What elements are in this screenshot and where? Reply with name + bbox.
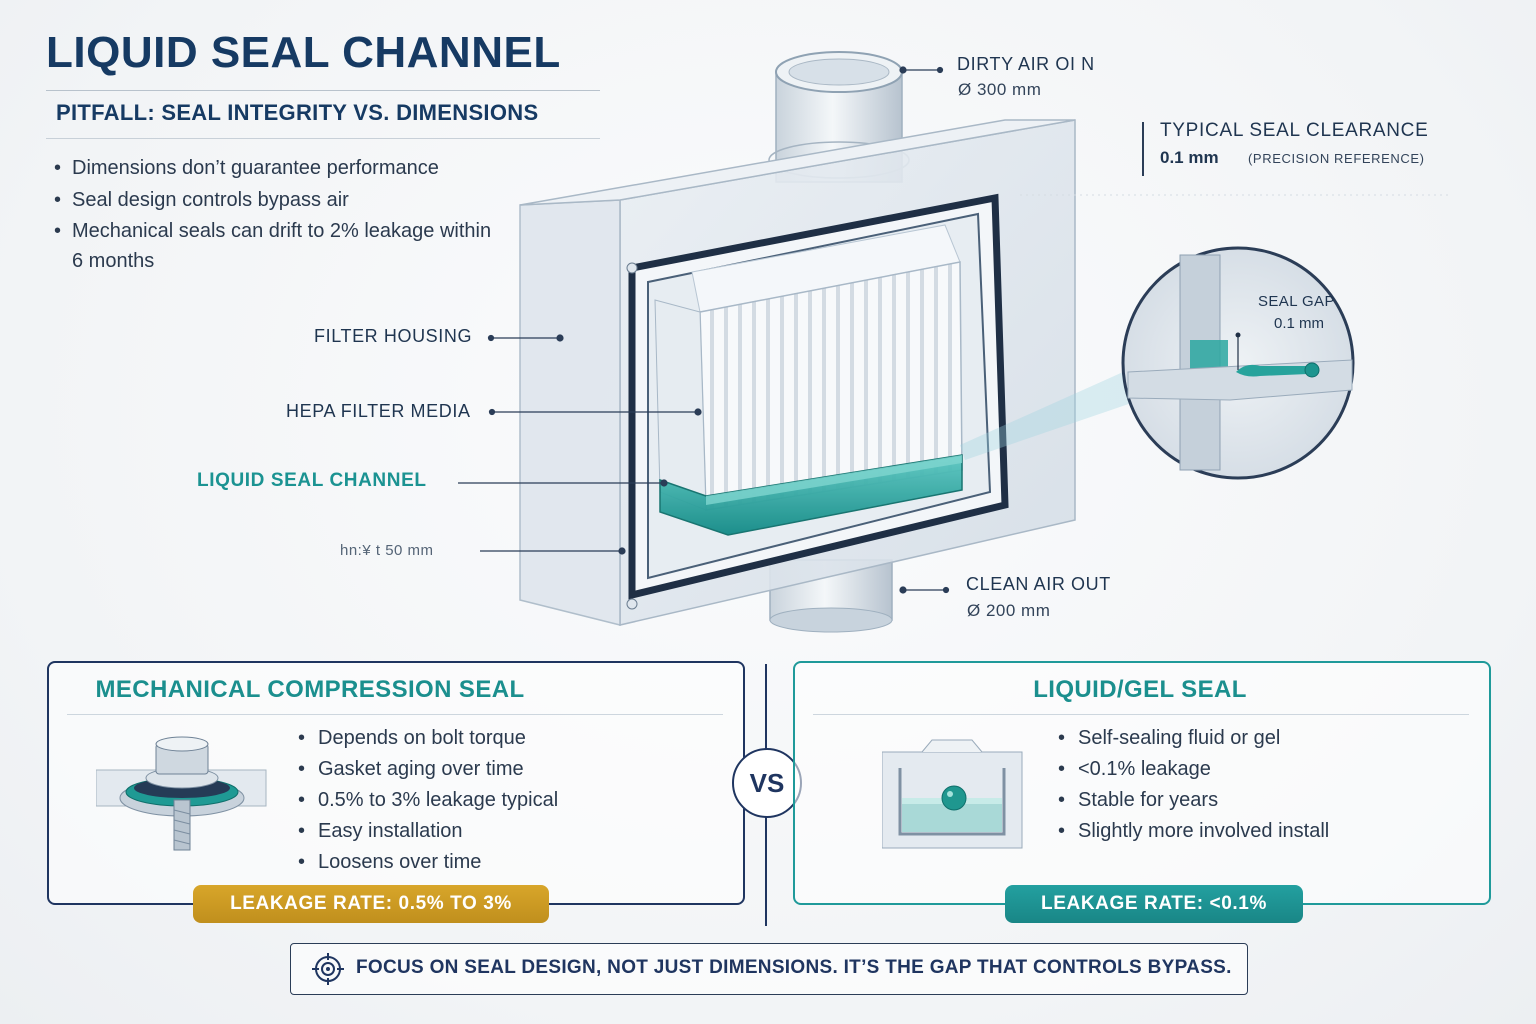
clearance-value: 0.1 mm (1160, 148, 1219, 167)
mechanical-seal-title: MECHANICAL COMPRESSION SEAL (95, 676, 525, 703)
subtitle-divider (46, 138, 600, 139)
list-item: Loosens over time (298, 847, 558, 878)
gel-channel-icon (882, 739, 1023, 849)
hepa-filter-media (654, 224, 963, 511)
bolt-gasket-icon (96, 736, 267, 851)
liquid-leakage-badge: LEAKAGE RATE: <0.1% (1005, 885, 1303, 923)
outlet-label: CLEAN AIR OUT (966, 574, 1111, 594)
depth-label: hn:¥ t 50 mm (340, 542, 434, 559)
liquid-seal-title: LIQUID/GEL SEAL (1033, 676, 1247, 703)
list-item: Slightly more involved install (1058, 816, 1329, 847)
mechanical-seal-points: Depends on bolt torque Gasket aging over… (298, 723, 558, 878)
list-item: <0.1% leakage (1058, 754, 1329, 785)
inlet-label: DIRTY AIR OI N (957, 54, 1095, 74)
channel-label: LIQUID SEAL CHANNEL (197, 470, 427, 491)
list-item: Depends on bolt torque (298, 723, 558, 754)
list-item: Self-sealing fluid or gel (1058, 723, 1329, 754)
footer-text: FOCUS ON SEAL DESIGN, NOT JUST DIMENSION… (356, 957, 1232, 978)
clearance-marker (1142, 122, 1144, 176)
list-item: Stable for years (1058, 785, 1329, 816)
detail-beam (960, 360, 1155, 460)
seal-gap-label: SEAL GAP (1258, 293, 1335, 310)
outlet-diameter: Ø 200 mm (967, 601, 1051, 620)
subtitle: PITFALL: SEAL INTEGRITY VS. DIMENSIONS (56, 100, 539, 125)
media-label: HEPA FILTER MEDIA (286, 401, 471, 421)
panel-divider (67, 714, 723, 715)
list-item: Seal design controls bypass air (54, 184, 492, 216)
footer-banner (290, 943, 1248, 995)
clearance-title: TYPICAL SEAL CLEARANCE (1160, 120, 1429, 141)
panel-divider (813, 714, 1469, 715)
liquid-seal-points: Self-sealing fluid or gel <0.1% leakage … (1058, 723, 1329, 847)
list-item: Easy installation (298, 816, 558, 847)
list-item: 0.5% to 3% leakage typical (298, 785, 558, 816)
liquid-seal-channel (659, 454, 963, 536)
clearance-reference: (PRECISION REFERENCE) (1248, 151, 1425, 166)
list-item: Mechanical seals can drift to 2% leakage… (54, 216, 492, 276)
pitfall-bullet-list: Dimensions don’t guarantee performance S… (54, 152, 492, 276)
target-icon (312, 953, 344, 985)
list-item: Gasket aging over time (298, 754, 558, 785)
page-title: LIQUID SEAL CHANNEL (46, 28, 561, 77)
seal-gap-value: 0.1 mm (1274, 315, 1325, 332)
title-divider (46, 90, 600, 91)
housing-label: FILTER HOUSING (314, 326, 473, 346)
mechanical-leakage-badge: LEAKAGE RATE: 0.5% TO 3% (193, 885, 549, 923)
vs-badge: VS (732, 748, 802, 818)
list-item: Dimensions don’t guarantee performance (54, 152, 492, 184)
seal-gap-detail (1121, 246, 1355, 480)
inlet-diameter: Ø 300 mm (958, 80, 1042, 99)
callout-leaders (458, 66, 950, 594)
